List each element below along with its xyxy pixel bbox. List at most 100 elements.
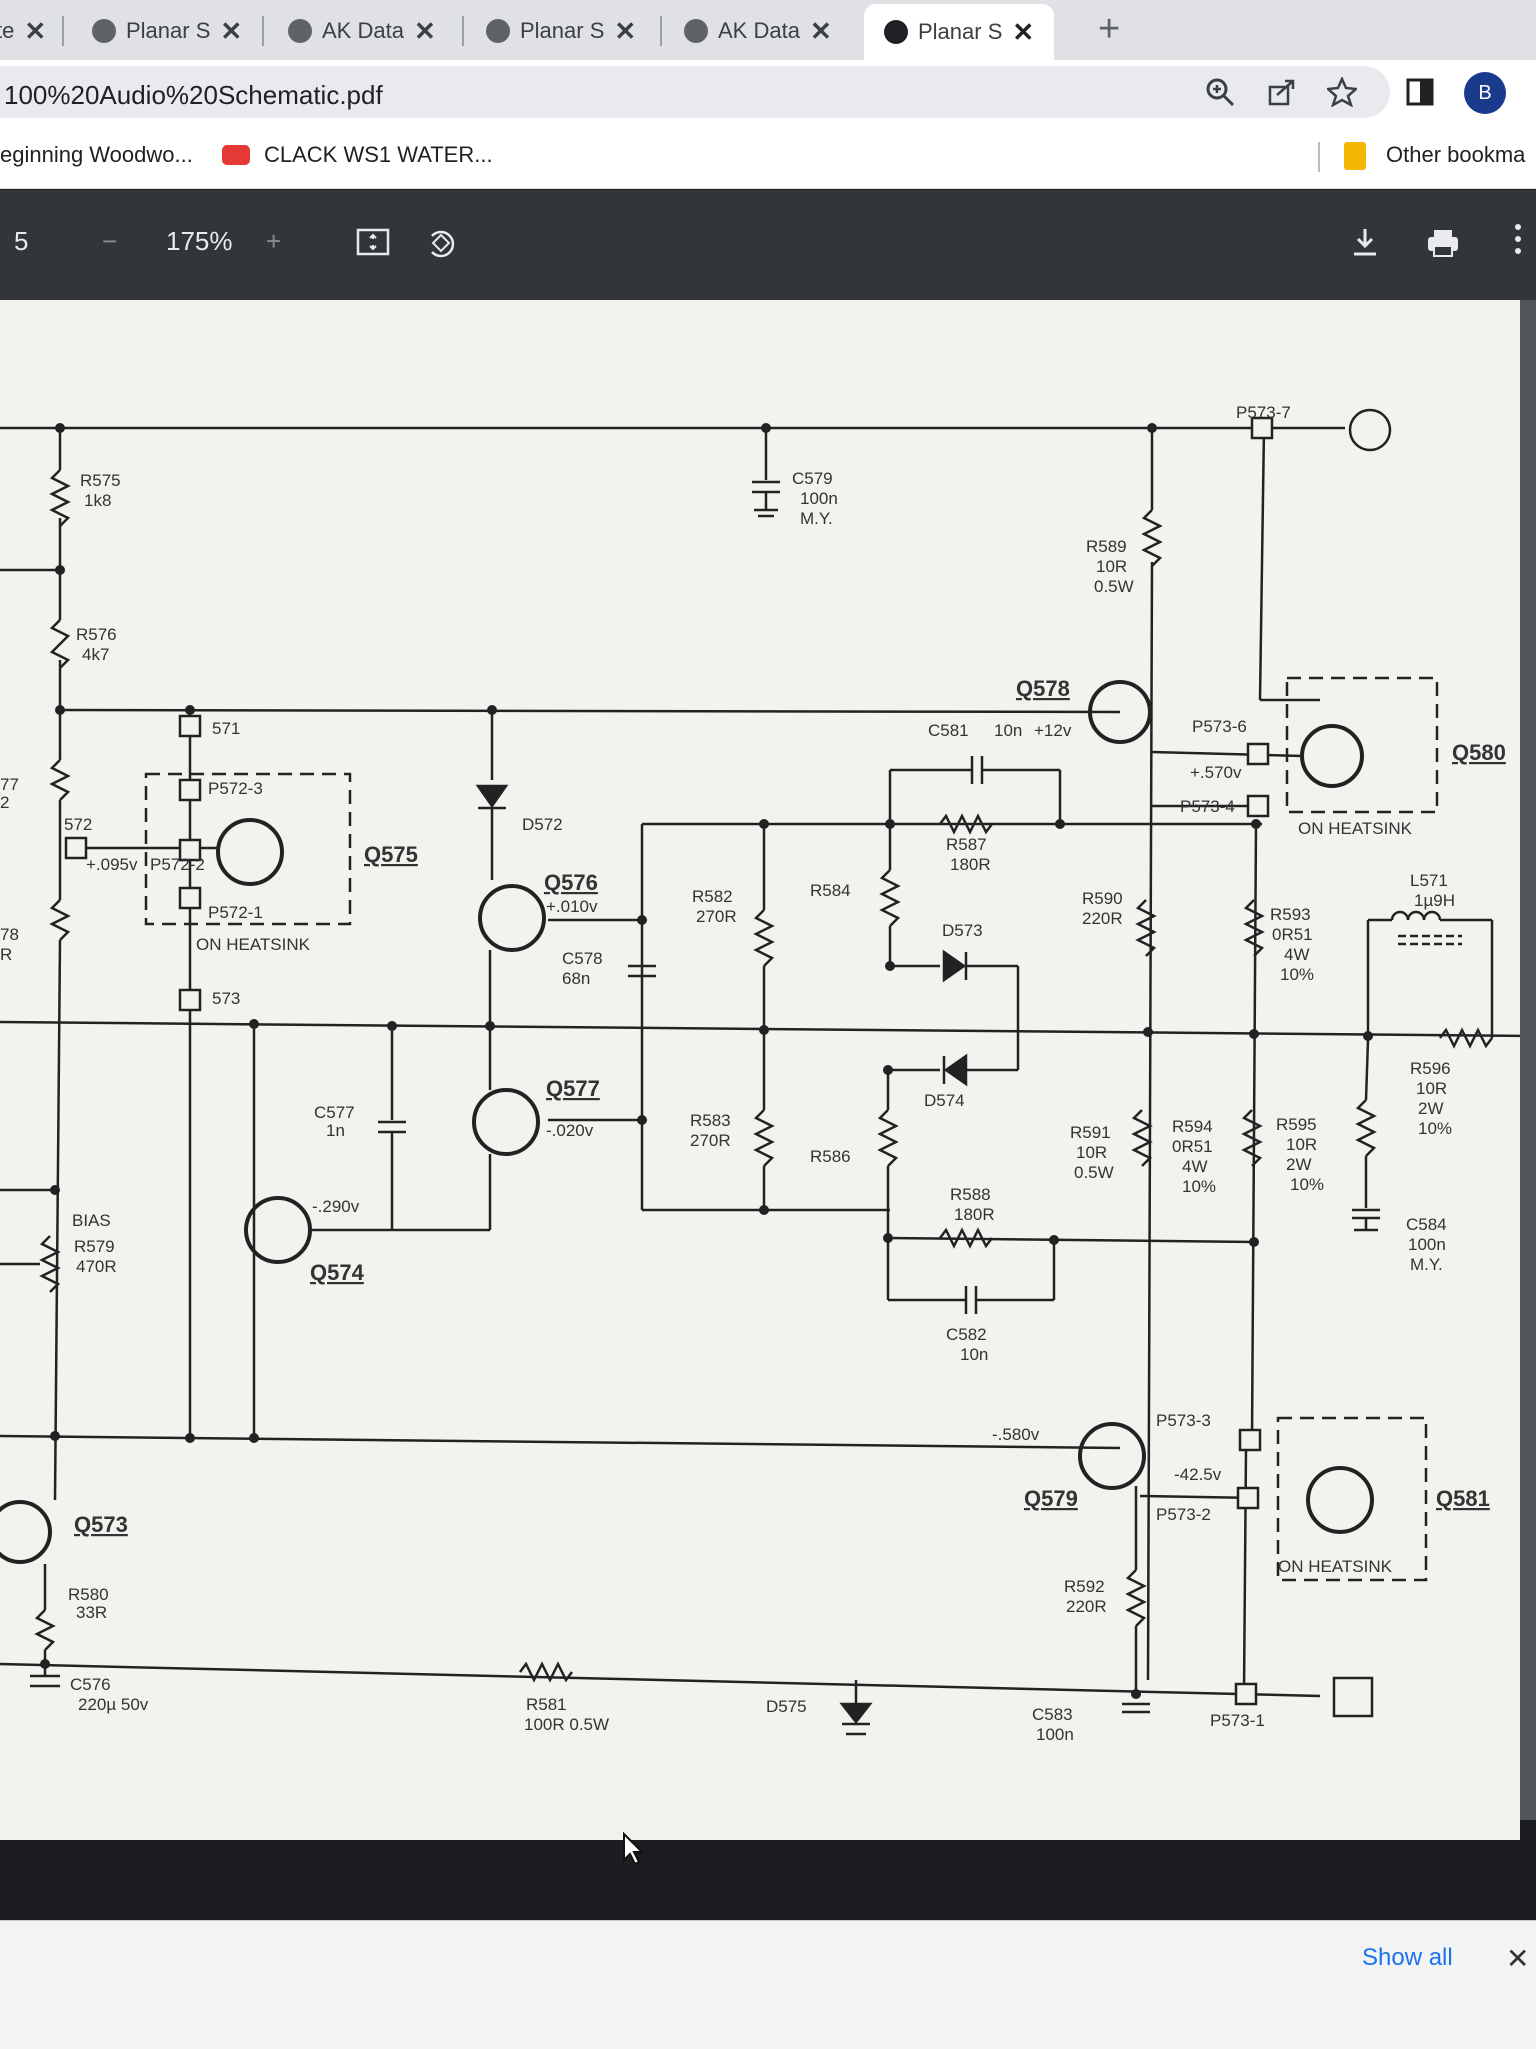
schematic-label: M.Y.: [1410, 1255, 1443, 1274]
schematic-label: ON HEATSINK: [196, 935, 311, 954]
tab-title: AK Data: [322, 18, 404, 43]
schematic-label: 10%: [1418, 1119, 1452, 1138]
print-icon[interactable]: [1426, 228, 1460, 265]
address-url: 100%20Audio%20Schematic.pdf: [4, 80, 383, 110]
page-number[interactable]: 5: [14, 226, 29, 256]
schematic-label: D574: [924, 1091, 965, 1110]
globe-icon: [92, 19, 116, 43]
zoom-icon[interactable]: [1204, 76, 1236, 108]
schematic-label: P573-4: [1180, 797, 1235, 816]
fit-page-icon[interactable]: [356, 228, 390, 263]
address-bar[interactable]: 100%20Audio%20Schematic.pdf: [0, 66, 1390, 118]
new-tab-button[interactable]: +: [1098, 8, 1121, 50]
zoom-in-button[interactable]: +: [266, 226, 282, 256]
schematic-label: P572-2: [150, 855, 205, 874]
tab-separator: [262, 16, 264, 46]
schematic-label: 4k7: [82, 645, 109, 664]
schematic-label: 220µ 50v: [78, 1695, 149, 1714]
globe-icon: [288, 19, 312, 43]
tab-5-active[interactable]: Planar S ✕: [864, 4, 1055, 60]
more-options-icon[interactable]: [1514, 222, 1522, 263]
schematic-label: +.095v: [86, 855, 138, 874]
schematic-label: M.Y.: [800, 509, 833, 528]
schematic-label: C577: [314, 1103, 355, 1122]
schematic-label: C584: [1406, 1215, 1447, 1234]
schematic-label: 78: [0, 925, 19, 944]
schematic-label: 100n: [1408, 1235, 1446, 1254]
close-icon[interactable]: ✕: [614, 15, 637, 46]
schematic-label: R595: [1276, 1115, 1317, 1134]
globe-icon: [684, 19, 708, 43]
close-icon[interactable]: ✕: [413, 15, 436, 46]
other-bookmarks[interactable]: Other bookma: [1386, 142, 1526, 167]
download-icon[interactable]: [1350, 226, 1380, 265]
schematic-label: 2W: [1418, 1099, 1444, 1118]
tab-title: AK Data: [718, 18, 800, 43]
schematic-label: Q577: [546, 1076, 600, 1101]
close-icon[interactable]: ✕: [1012, 16, 1035, 47]
tab-separator: [660, 16, 662, 46]
schematic-label: 10%: [1182, 1177, 1216, 1196]
schematic-label: R583: [690, 1111, 731, 1130]
schematic-label: -42.5v: [1174, 1465, 1222, 1484]
schematic-label: R576: [76, 625, 117, 644]
tab-0[interactable]: te ✕: [0, 6, 46, 56]
schematic-label: -.290v: [312, 1197, 360, 1216]
schematic-label: C581: [928, 721, 969, 740]
tab-3[interactable]: Planar S ✕: [486, 6, 636, 56]
schematic-label: Q574: [310, 1260, 365, 1285]
tab-2[interactable]: AK Data ✕: [288, 6, 436, 56]
close-downloads-button[interactable]: ✕: [1506, 1943, 1530, 1974]
schematic-label: 571: [212, 719, 240, 738]
tab-strip: te ✕ Planar S ✕ AK Data ✕ Planar S ✕ AK …: [0, 0, 1536, 60]
bookmark-clack[interactable]: CLACK WS1 WATER...: [264, 142, 493, 167]
close-icon[interactable]: ✕: [24, 15, 47, 46]
share-icon[interactable]: [1266, 76, 1298, 108]
tab-title: te: [0, 18, 15, 43]
schematic-label: R588: [950, 1185, 991, 1204]
schematic-label: 10R: [1416, 1079, 1447, 1098]
tab-1[interactable]: Planar S ✕: [92, 6, 242, 56]
tab-separator: [462, 16, 464, 46]
schematic-label: P573-2: [1156, 1505, 1211, 1524]
schematic-label: 270R: [690, 1131, 731, 1150]
schematic-label: 180R: [950, 855, 991, 874]
close-icon[interactable]: ✕: [809, 15, 832, 46]
schematic-label: 10R: [1076, 1143, 1107, 1162]
youtube-icon: [222, 145, 250, 165]
schematic-label: 572: [64, 815, 92, 834]
close-icon[interactable]: ✕: [220, 15, 243, 46]
schematic-label: 573: [212, 989, 240, 1008]
schematic-label: 10%: [1290, 1175, 1324, 1194]
schematic-label: P573-3: [1156, 1411, 1211, 1430]
schematic-label: 2W: [1286, 1155, 1312, 1174]
schematic-label: D572: [522, 815, 563, 834]
schematic-label: Q581: [1436, 1486, 1490, 1511]
rotate-icon[interactable]: [424, 226, 458, 267]
mouse-cursor-icon: [623, 1832, 644, 1866]
schematic-label: 1k8: [84, 491, 111, 510]
bookmark-woodworking[interactable]: eginning Woodwo...: [0, 142, 193, 167]
zoom-out-button[interactable]: −: [102, 226, 118, 256]
schematic-label: 0R51: [1172, 1137, 1213, 1156]
sidepanel-icon[interactable]: [1404, 76, 1436, 108]
schematic-label: Q576: [544, 870, 598, 895]
show-all-downloads-button[interactable]: Show all: [1362, 1944, 1453, 1971]
schematic-label: 10R: [1096, 557, 1127, 576]
schematic-label: R593: [1270, 905, 1311, 924]
schematic-label: +12v: [1034, 721, 1072, 740]
schematic-label: R592: [1064, 1577, 1105, 1596]
profile-avatar[interactable]: B: [1464, 72, 1506, 114]
schematic-label: C579: [792, 469, 833, 488]
tab-title: Planar S: [918, 19, 1003, 44]
schematic-label: 10n: [994, 721, 1022, 740]
star-icon[interactable]: [1326, 76, 1358, 108]
schematic-label: 4W: [1284, 945, 1310, 964]
globe-icon: [884, 20, 908, 44]
tab-title: Planar S: [520, 18, 605, 43]
tab-4[interactable]: AK Data ✕: [684, 6, 832, 56]
schematic-label: 0.5W: [1094, 577, 1134, 596]
schematic-label: C578: [562, 949, 603, 968]
